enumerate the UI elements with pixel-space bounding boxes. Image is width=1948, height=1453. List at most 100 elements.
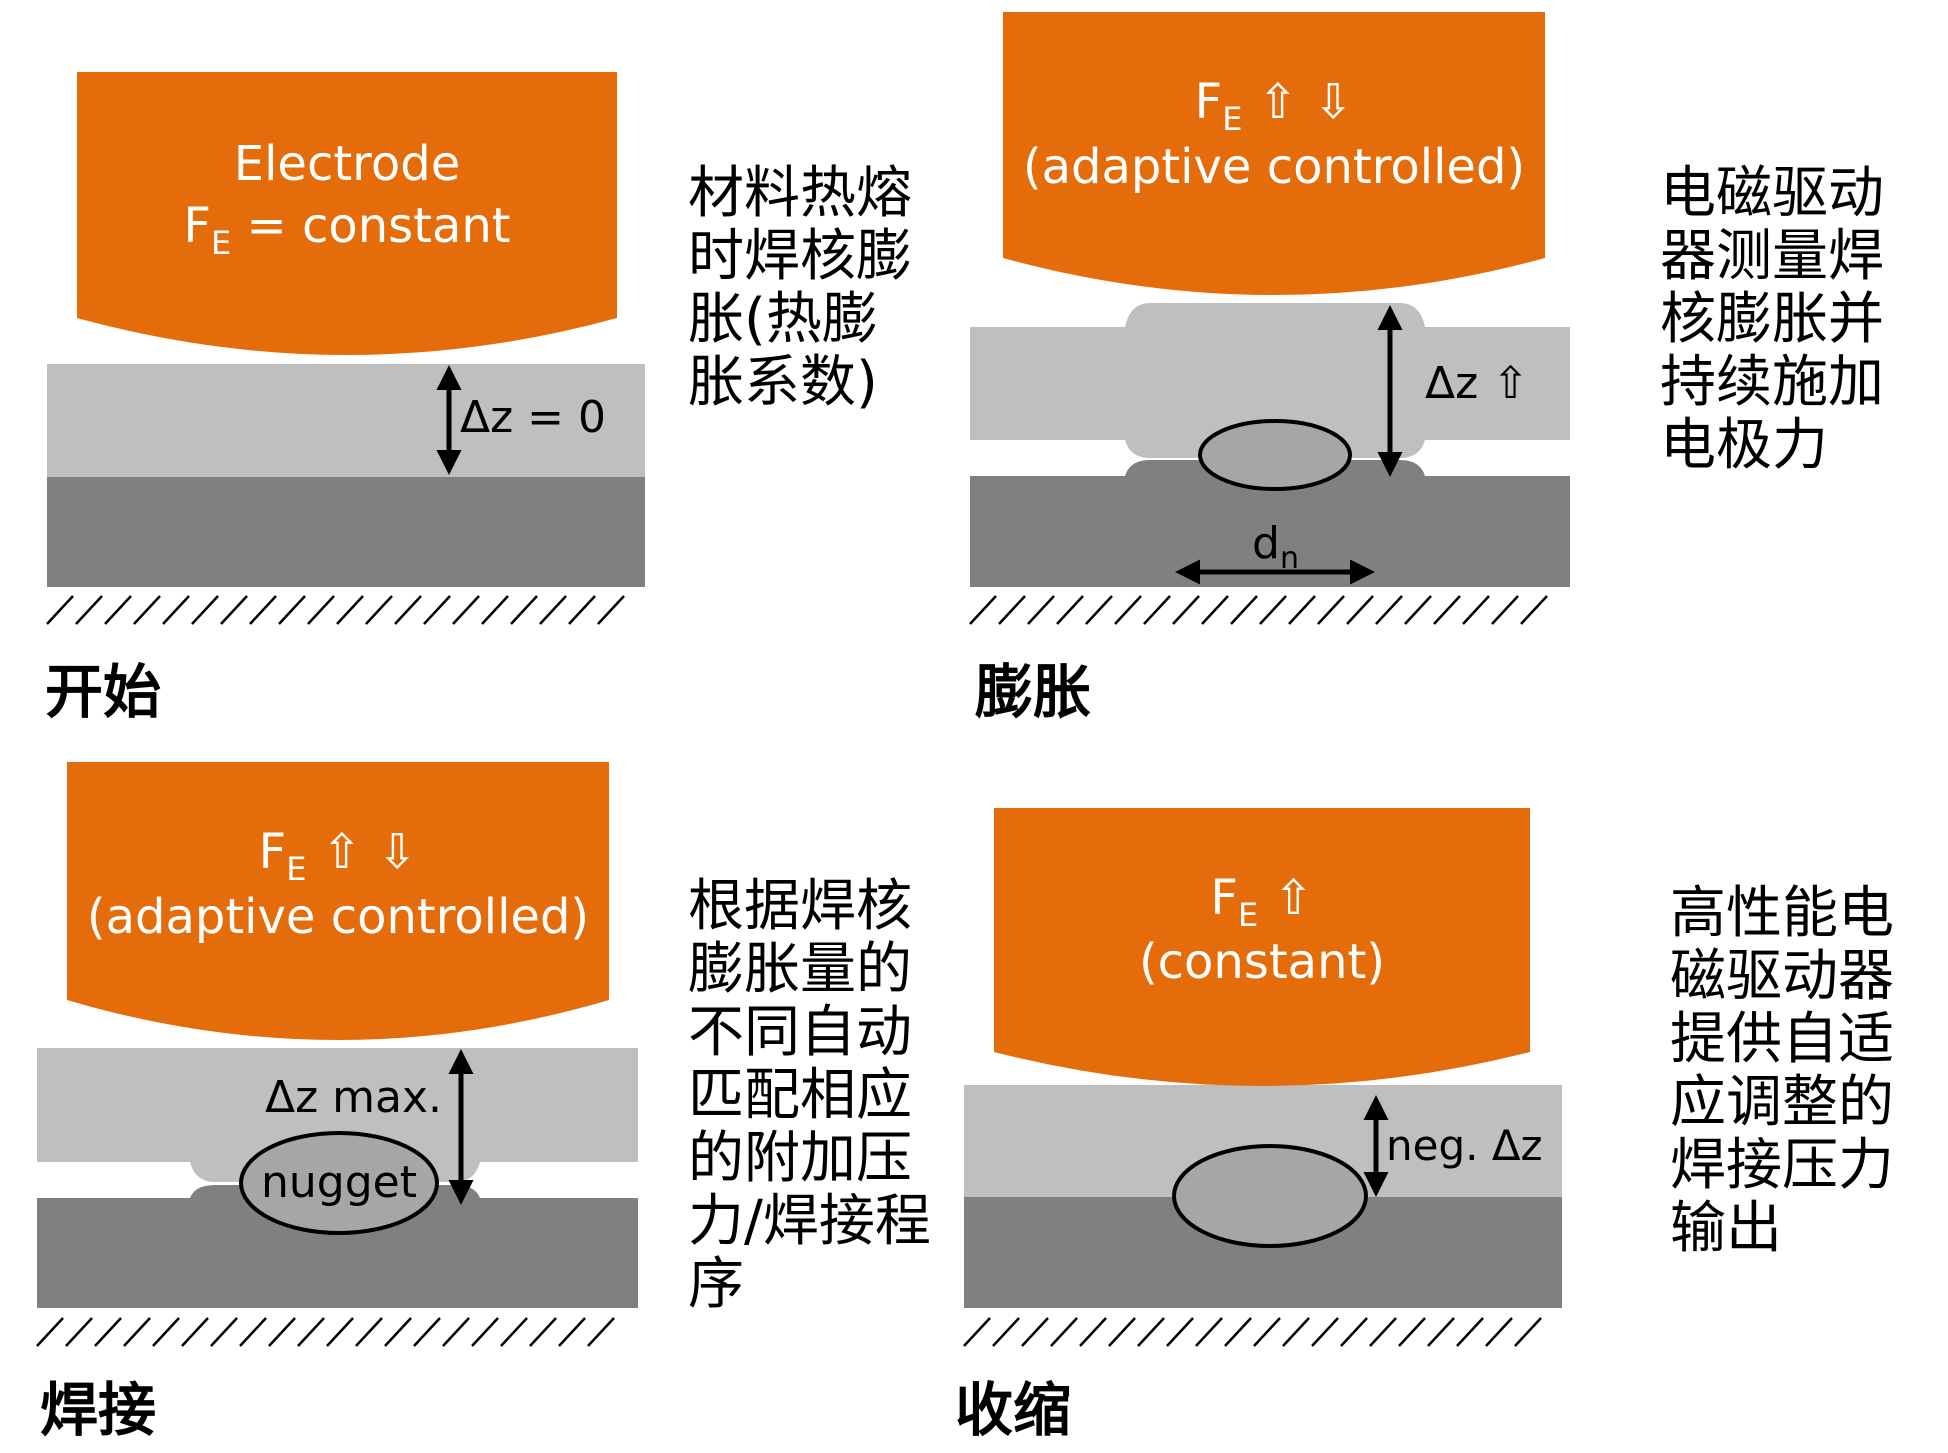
top-sheet: [970, 303, 1570, 458]
description-line: 胀(热膨: [688, 287, 878, 352]
hatch-line: [1021, 1317, 1049, 1347]
description-line: 力/焊接程: [688, 1189, 931, 1254]
description-line: 的附加压: [688, 1126, 912, 1191]
hatch-line: [75, 595, 103, 625]
hatch-line: [181, 1317, 209, 1347]
electrode-force-label: FE ⇧: [1210, 870, 1313, 934]
description-line: 根据焊核: [688, 874, 912, 939]
hatch-line: [413, 1317, 441, 1347]
hatch-line: [326, 1317, 354, 1347]
description-line: 应调整的: [1670, 1070, 1894, 1135]
panel-shrinkage: FE ⇧ (constant) neg. Δz: [963, 808, 1562, 1347]
hatch-line: [471, 1317, 499, 1347]
description-line: 输出: [1670, 1196, 1782, 1261]
top-sheet: [47, 364, 645, 477]
hatch-line: [336, 595, 364, 625]
dz-label: Δz = 0: [460, 392, 606, 443]
hatch-line: [539, 595, 567, 625]
electrode-mode-label: (adaptive controlled): [87, 889, 589, 945]
hatch-line: [1288, 595, 1316, 625]
description-line: 膨胀量的: [688, 937, 912, 1002]
hatch-line: [529, 1317, 557, 1347]
hatch-line: [1195, 1317, 1223, 1347]
bottom-sheet: [47, 476, 645, 587]
description-line: 匹配相应: [688, 1063, 912, 1128]
hatch-line: [1375, 595, 1403, 625]
hatch-line: [394, 595, 422, 625]
hatch-line: [191, 595, 219, 625]
stage-title-expansion: 膨胀: [975, 658, 1092, 726]
hatch-line: [1050, 1317, 1078, 1347]
hatch-line: [355, 1317, 383, 1347]
nugget: [239, 1131, 439, 1235]
electrode-label: Electrode: [234, 136, 460, 192]
bottom-sheet: [37, 1185, 638, 1308]
electrode: [1003, 12, 1545, 295]
hatch-line: [1230, 595, 1258, 625]
hatch-line: [1398, 1317, 1426, 1347]
description-line: 电极力: [1660, 413, 1828, 478]
hatch-line: [1462, 595, 1490, 625]
hatch-line: [1456, 1317, 1484, 1347]
hatch-line: [1346, 595, 1374, 625]
hatch-line: [587, 1317, 615, 1347]
description-line: 材料热熔: [688, 161, 912, 226]
electrode-force-label: FE ⇧ ⇩: [259, 824, 418, 888]
hatch-line: [1491, 595, 1519, 625]
ground-hatch: [46, 595, 625, 625]
hatch-line: [384, 1317, 412, 1347]
stage-title-welding: 焊接: [40, 1376, 157, 1444]
electrode-force-label: FE = constant: [183, 198, 510, 262]
hatch-line: [963, 1317, 991, 1347]
description-line: 提供自适: [1670, 1007, 1894, 1072]
hatch-line: [220, 595, 248, 625]
hatch-line: [123, 1317, 151, 1347]
panel-start: Electrode FE = constant Δz = 0: [46, 72, 645, 625]
hatch-line: [210, 1317, 238, 1347]
hatch-line: [1079, 1317, 1107, 1347]
hatch-line: [365, 595, 393, 625]
dz-label: Δz ⇧: [1425, 358, 1529, 409]
description-expansion: 电磁驱动 器测量焊 核膨胀并 持续施加 电极力: [1660, 162, 1884, 477]
nugget: [1198, 419, 1352, 491]
bottom-sheet: [970, 460, 1570, 587]
stage-title-start: 开始: [45, 658, 162, 726]
ground-hatch: [963, 1317, 1542, 1347]
hatch-line: [1317, 595, 1345, 625]
electrode-mode-label: (adaptive controlled): [1023, 139, 1525, 195]
hatch-line: [1166, 1317, 1194, 1347]
hatch-line: [1427, 1317, 1455, 1347]
description-line: 高性能电: [1670, 881, 1894, 946]
hatch-line: [998, 595, 1026, 625]
panel-expansion: FE ⇧ ⇩ (adaptive controlled) Δz ⇧ dn: [969, 12, 1570, 625]
ground-hatch: [969, 595, 1548, 625]
hatch-line: [36, 1317, 64, 1347]
hatch-line: [1514, 1317, 1542, 1347]
hatch-line: [452, 595, 480, 625]
hatch-line: [297, 1317, 325, 1347]
hatch-line: [1114, 595, 1142, 625]
hatch-line: [1172, 595, 1200, 625]
hatch-line: [1311, 1317, 1339, 1347]
hatch-line: [239, 1317, 267, 1347]
hatch-line: [307, 595, 335, 625]
hatch-line: [1108, 1317, 1136, 1347]
hatch-line: [568, 595, 596, 625]
description-line: 胀系数): [688, 350, 878, 415]
hatch-line: [1485, 1317, 1513, 1347]
hatch-line: [278, 595, 306, 625]
description-line: 持续施加: [1660, 350, 1884, 415]
hatch-line: [1027, 595, 1055, 625]
electrode: [67, 762, 609, 1040]
hatch-line: [1137, 1317, 1165, 1347]
hatch-line: [1085, 595, 1113, 625]
nugget-label: nugget: [261, 1157, 417, 1208]
description-start: 材料热熔 时焊核膨 胀(热膨 胀系数): [688, 162, 912, 414]
hatch-line: [162, 595, 190, 625]
nugget: [1172, 1144, 1368, 1248]
description-line: 时焊核膨: [688, 224, 912, 289]
hatch-line: [1404, 595, 1432, 625]
hatch-line: [1340, 1317, 1368, 1347]
description-welding: 根据焊核 膨胀量的 不同自动 匹配相应 的附加压 力/焊接程 序: [688, 875, 931, 1316]
hatch-line: [1282, 1317, 1310, 1347]
